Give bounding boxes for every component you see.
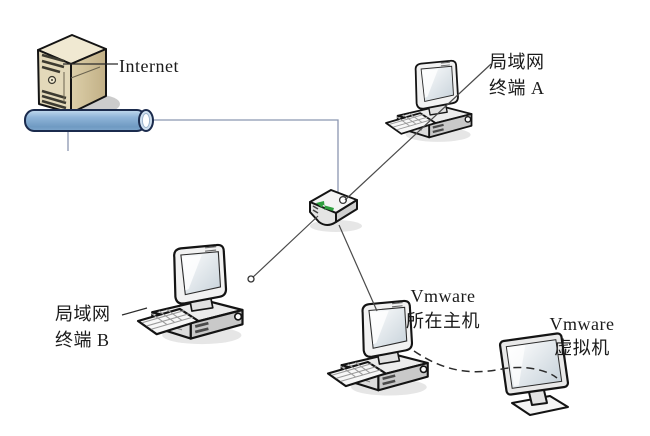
terminal-b-connection-dot	[247, 275, 255, 283]
lan-terminal-a-label: 局域网 终端 A	[489, 52, 545, 98]
switch-green-arrow-icon	[316, 201, 334, 211]
vmware-host-label: Vmware 所在主机	[406, 286, 480, 331]
server-panel-seam	[63, 66, 101, 102]
switch-ports	[312, 205, 319, 214]
network-bus	[24, 109, 154, 132]
switch-to-terminal-b-line	[250, 215, 319, 280]
lan-terminal-a-pc	[384, 59, 473, 144]
lan-switch	[309, 189, 362, 232]
switch-side-face	[335, 199, 358, 223]
internet-server	[37, 34, 120, 114]
vmware-vm-label: Vmware 虚拟机	[549, 314, 615, 358]
switch-port-circle	[338, 195, 348, 205]
bus-inner-hole	[141, 113, 151, 128]
server-vents-top	[41, 53, 65, 74]
vm-screen-sheen	[508, 345, 526, 387]
bus-body	[24, 109, 147, 132]
lan-terminal-b-pc	[136, 243, 244, 346]
server-vents-bottom	[41, 89, 67, 110]
switch-to-terminal-a-line	[344, 63, 492, 201]
bus-to-switch-line	[150, 119, 339, 194]
lan-terminal-b-label: 局域网 终端 B	[55, 304, 111, 350]
host-to-vm-dashed-line	[413, 350, 558, 379]
server-power-dot	[51, 79, 53, 81]
internet-label: Internet	[119, 56, 179, 76]
terminal-b-label-leader	[121, 307, 148, 316]
switch-to-vmware-host-line	[338, 224, 378, 312]
